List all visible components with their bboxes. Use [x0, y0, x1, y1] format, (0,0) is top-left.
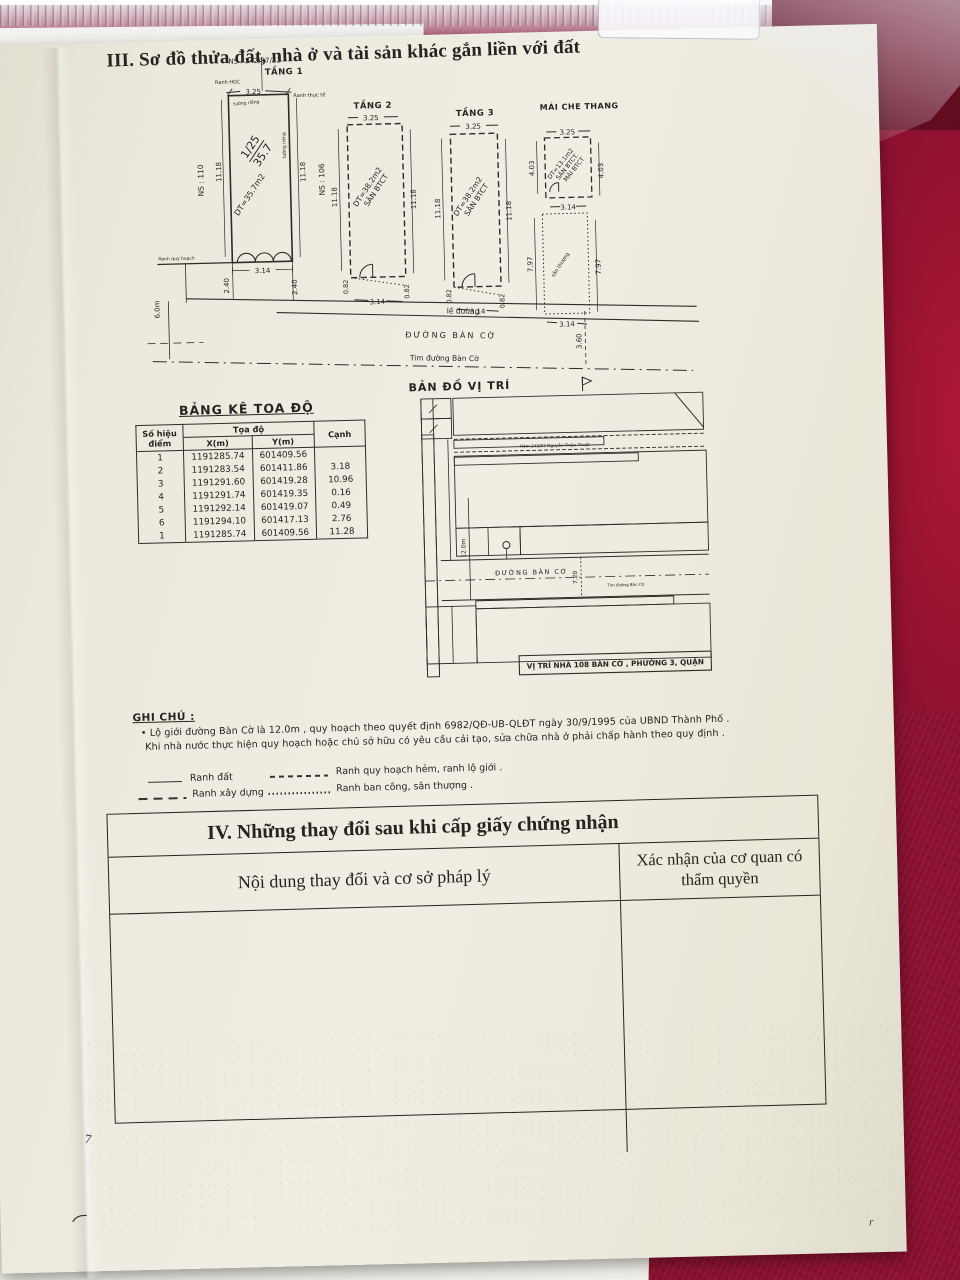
legend-sample-dash	[269, 774, 328, 778]
roof-mid-dim: 3.14	[560, 203, 576, 211]
floor1-top-dim: 3.25	[245, 88, 261, 96]
floor1-lot-fraction: 1/25 35.7	[238, 133, 275, 169]
terrace-side-left: 7.97	[526, 256, 534, 272]
legend-label-4: Ranh ban công, sân thượng .	[336, 779, 474, 795]
section4-right-column: Xác nhận của cơ quan có thẩm quyền	[619, 838, 826, 1152]
floor3-area-labels: DT=38.2m2 SÂN BTCT	[451, 175, 490, 218]
section4-col-confirm-header: Xác nhận của cơ quan có thẩm quyền	[619, 838, 820, 901]
floor2-label: TẦNG 2	[353, 98, 392, 112]
section4-left-column: Nội dung thay đổi và cơ sở pháp lý	[108, 843, 628, 1166]
map-centerline-label: Tim đường Bàn Cờ	[606, 582, 644, 588]
road-dim-360: 3.60	[575, 333, 583, 349]
floor1-ns-right: NS : 106	[317, 163, 327, 195]
map-width-dim: 12.0m	[460, 538, 467, 558]
legend-sample-solid	[148, 781, 183, 783]
floor2-top-dim: 3.25	[363, 114, 379, 122]
street-lines: Ranh quy hoạch 6.0m lề đường ĐƯỜNG BÀN C…	[147, 256, 699, 371]
map-title: BẢN ĐỒ VỊ TRÍ	[408, 377, 510, 394]
section4-columns: Nội dung thay đổi và cơ sở pháp lý Xác n…	[108, 838, 827, 1166]
notes-block: GHI CHÚ : • Lộ giới đường Bàn Cờ là 12.0…	[132, 698, 730, 754]
map-bottom-lots	[425, 595, 712, 665]
floor2-edge-right: 0.82	[403, 284, 411, 299]
roof-bottom-dim: 3.14	[559, 320, 575, 328]
roof-side-left: 4.03	[528, 160, 536, 176]
floor1-offset-left: 2.40	[223, 278, 231, 294]
floor2-bottom-dim: 3.14	[370, 298, 386, 306]
document-page: III. Sơ đồ thửa đất, nhà ở và tài sản kh…	[0, 23, 919, 1278]
map-alley-label: Hẻm 242/97 Nguyễn Thiện Thuật	[520, 442, 590, 449]
floor1-wall-top-label: tường riêng	[233, 98, 260, 107]
floor3-bottom-dim: 3.14	[470, 307, 486, 315]
floor3-plan: TẦNG 3 3.25 11.18 11.18 DT=38.2m2 SÂN BT…	[434, 105, 514, 316]
floor2-side-right-dim: 11.18	[410, 189, 418, 209]
location-map: BẢN ĐỒ VỊ TRÍ	[408, 376, 713, 678]
floor1-wall-right-label: tường riêng	[280, 132, 288, 158]
floor1-plan: NS : 242/97/23 TẦNG 1 Ranh HGC 3.25 Ranh…	[196, 56, 327, 301]
legend-label-1: Ranh đất	[189, 771, 233, 784]
floor-plan-drawing: NS : 242/97/23 TẦNG 1 Ranh HGC 3.25 Ranh…	[147, 56, 699, 371]
legend-label-2: Ranh quy hoạch hẻm, ranh lộ giới .	[335, 762, 503, 778]
map-street-band: ĐƯỜNG BÀN CỜ 12.0m 7.20 Tim đường Bàn Cờ	[425, 497, 710, 602]
roof-area-labels: DT=13.1m2 SÂN BTCT. MÁI BTCT	[546, 147, 586, 183]
ns-ref-label: NS : 242/97/23	[228, 56, 281, 65]
floor3-edge-right: 0.82	[498, 294, 506, 309]
pen-mark-r: r	[868, 1216, 874, 1229]
map-720-dim: 7.20	[572, 570, 579, 584]
sidewalk-label: lề đường	[447, 306, 480, 315]
col-point-header: Số hiệu điểm	[135, 424, 184, 452]
roof-plan: MÁI CHE THANG 3.25 4.03 4.03 DT=13.1m2 S…	[526, 99, 619, 329]
legend-label-3: Ranh xây dựng	[192, 787, 264, 800]
floor2-side-left-dim: 11.18	[331, 187, 339, 207]
floor2-area-labels: DT=38.2m2 SÂN BTCT	[351, 165, 390, 208]
floor1-area-label: DT=35.7m2	[233, 172, 267, 217]
floor1-ns-left: NS : 110	[196, 164, 206, 196]
map-lot-rows: Hẻm 242/97 Nguyễn Thiện Thuật	[452, 391, 710, 560]
coordinate-table-title: BẢNG KÊ TOA ĐỘ	[178, 399, 314, 419]
roof-side-right: 4.03	[597, 163, 605, 179]
floor3-top-dim: 3.25	[465, 123, 481, 131]
col-edge-header: Cạnh	[313, 419, 366, 448]
street-centerline-label: Tim đường Bàn Cờ	[409, 353, 479, 363]
floor1-bottom-dim: 3.14	[255, 267, 271, 275]
map-caption-box: VỊ TRÍ NHÀ 108 BÀN CỜ , PHƯỜNG 3, QUẬN	[518, 650, 713, 676]
terrace-side-right: 7.97	[594, 259, 602, 275]
floor1-ranh-thucte: Ranh thực tế	[293, 91, 326, 99]
roof-label: MÁI CHE THANG	[540, 99, 619, 112]
road-dim-6m: 6.0m	[153, 300, 161, 318]
floor1-side-right-dim: 11.18	[299, 162, 307, 182]
map-street-label: ĐƯỜNG BÀN CỜ	[495, 567, 568, 578]
floor3-label: TẦNG 3	[456, 105, 495, 119]
floor3-side-left-dim: 11.18	[434, 198, 442, 218]
floor1-ranh-hgc: Ranh HGC	[215, 79, 241, 86]
map-caption: VỊ TRÍ NHÀ 108 BÀN CỜ , PHƯỜNG 3, QUẬN	[527, 657, 704, 670]
section4-table: IV. Những thay đổi sau khi cấp giấy chứn…	[106, 794, 827, 1166]
floor1-label: TẦNG 1	[265, 64, 304, 78]
terrace-label: sân thượng	[550, 251, 571, 278]
coordinate-table-block: BẢNG KÊ TOA ĐỘ Số hiệu điểm Tọa độ Cạnh …	[135, 398, 378, 545]
street-name-label: ĐƯỜNG BÀN CỜ	[405, 328, 497, 340]
ranh-quy-hoach-label: Ranh quy hoạch	[158, 256, 195, 263]
subject-lot-marker	[502, 541, 511, 550]
floor1-bottom-arcs	[236, 251, 292, 263]
pen-mark-tick	[72, 1214, 87, 1223]
floor1-side-left-dim: 11.18	[215, 162, 223, 182]
roof-top-dim: 3.25	[559, 128, 575, 136]
floor3-edge-left: 0.82	[445, 289, 453, 304]
floor1-offset-right: 2.40	[291, 279, 299, 295]
legend-sample-dotted	[268, 791, 331, 795]
legend-sample-longdash	[138, 796, 187, 801]
floor3-side-right-dim: 11.18	[505, 201, 513, 221]
floor2-edge-left: 0.82	[342, 280, 350, 295]
north-arrow-icon	[581, 376, 593, 392]
plastic-sleeve-tab	[597, 0, 761, 40]
floor2-plan: TẦNG 2 3.25 11.18 11.18 DT=38.2m2 SÂN BT…	[331, 98, 419, 307]
